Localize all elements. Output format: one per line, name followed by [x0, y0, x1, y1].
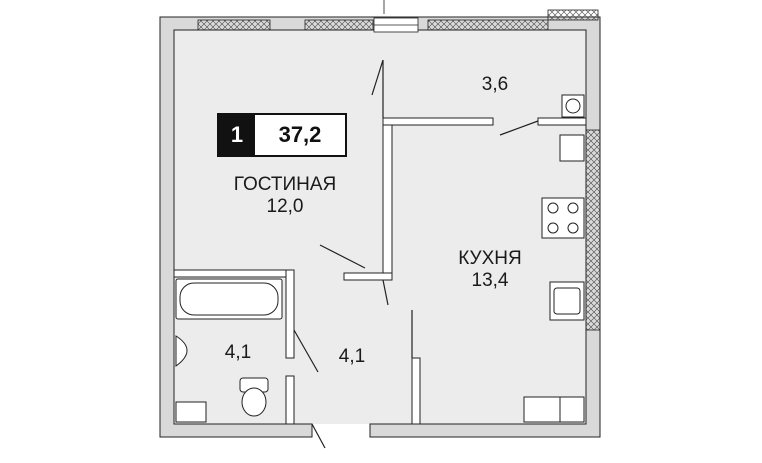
cabinets: [175, 396, 585, 423]
kitchen-label: КУХНЯ 13,4: [440, 248, 540, 292]
bathroom-sink: [175, 335, 188, 367]
bathtub: [175, 278, 283, 320]
balcony-area: 3,6: [481, 74, 509, 95]
apartment-badge: 1 37,2: [217, 113, 347, 157]
living-room-area: 12,0: [266, 196, 304, 217]
doors: [293, 59, 539, 449]
kitchen-name: КУХНЯ: [458, 248, 522, 269]
total-area: 37,2: [278, 122, 322, 147]
bathroom-area: 4,1: [224, 342, 252, 363]
kitchen-cabinet: [559, 134, 585, 162]
room-count: 1: [219, 115, 255, 155]
toilet: [239, 377, 269, 417]
stove: [541, 197, 585, 239]
living-room-label: ГОСТИНАЯ 12,0: [205, 174, 365, 218]
kitchen-sink: [549, 281, 585, 321]
kitchen-area: 13,4: [471, 270, 509, 291]
windows: [197, 0, 599, 33]
hallway-area: 4,1: [338, 346, 366, 367]
boiler: [561, 94, 585, 118]
outer-walls: [159, 16, 601, 438]
interior-walls: [173, 117, 587, 425]
right-wall-window: [585, 129, 601, 331]
living-room-name: ГОСТИНАЯ: [233, 174, 337, 195]
